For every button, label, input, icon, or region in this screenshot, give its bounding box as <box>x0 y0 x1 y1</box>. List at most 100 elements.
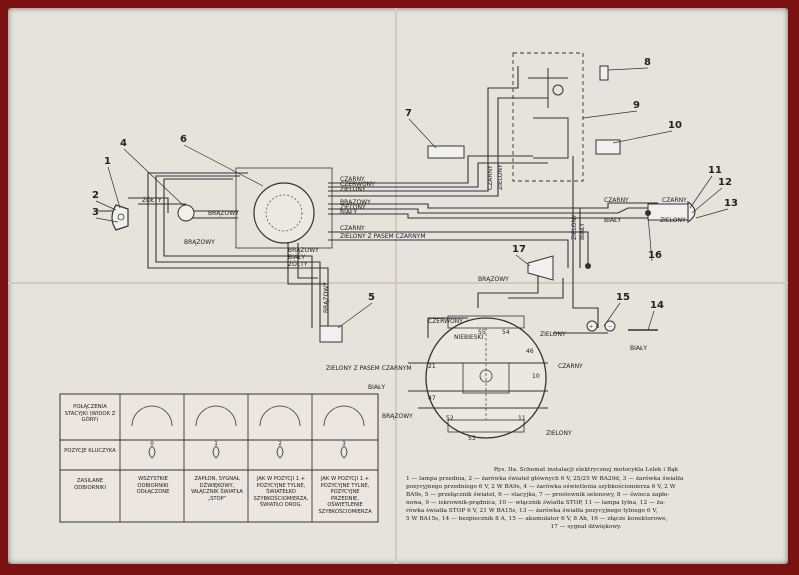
key-position-3: 3 <box>342 441 346 447</box>
key-position-2: 2 <box>278 441 282 447</box>
terminal-47: 47 <box>428 395 436 402</box>
wire-label: BIAŁY <box>288 254 305 261</box>
callout-2: 2 <box>92 190 99 201</box>
receivers-cell: JAK W POZYCJI 1 + POZYCYJNE TYLNE, POZYC… <box>318 476 372 515</box>
callout-9: 9 <box>633 100 640 111</box>
wire-label: BRĄZOWY <box>340 199 371 206</box>
wire-label: CZERWONY <box>428 318 463 325</box>
wire-label: ZIELONY <box>497 164 504 190</box>
caption-line: 1 — lampa przednia, 2 — żarówka świateł … <box>406 476 684 482</box>
caption-line: nowa, 9 — iskrownik-prądnica, 10 — włącz… <box>406 500 666 506</box>
wire-label: NIEBIESKI <box>454 334 483 341</box>
caption-line: 17 — sygnał dźwiękowy. <box>550 524 622 530</box>
callout-15: 15 <box>616 292 630 303</box>
rear-lamp <box>647 200 696 224</box>
wire-label: BRĄZOWY <box>288 247 319 254</box>
wire-label: CZARNY <box>340 176 365 183</box>
terminal-46: 46 <box>526 348 534 355</box>
wire-label: CZARNY <box>340 225 365 232</box>
callout-leader <box>607 67 649 71</box>
callout-leader <box>603 302 621 327</box>
battery: +− <box>586 320 616 332</box>
callout-3: 3 <box>92 207 99 218</box>
callout-leader <box>107 166 121 209</box>
callout-14: 14 <box>650 300 664 311</box>
terminal-55: 55 <box>478 329 486 336</box>
caption-line: 5 W BA15s, 14 — bezpiecznik 8 A, 15 — ak… <box>406 516 668 522</box>
wire-label: CZARNY <box>604 197 629 204</box>
callout-leader <box>582 110 638 119</box>
callout-leader <box>647 310 655 331</box>
wire-label: ZIELONY <box>340 204 366 211</box>
horn <box>527 255 554 281</box>
selenium-rectifier <box>427 145 465 159</box>
headlight-lamp <box>111 204 129 231</box>
callout-leader <box>647 215 653 262</box>
terminal-53: 53 <box>468 435 476 442</box>
speedometer-bulb <box>177 204 195 222</box>
wire-label: CZERWONY <box>340 181 375 188</box>
caption-line: rówka światła STOP 6 V, 21 W BA15s, 13 —… <box>406 508 658 514</box>
callout-leader <box>691 187 723 214</box>
wire-label: BIAŁY <box>368 384 385 391</box>
callout-5: 5 <box>368 292 375 303</box>
wire-label: CZARNY <box>487 165 494 190</box>
receivers-cell: ZAPŁON, SYGNAŁ DŹWIĘKOWY, WŁĄCZNIK ŚWIAT… <box>191 476 243 502</box>
callout-12: 12 <box>718 177 732 188</box>
caption-line: BA9s, 5 — przełącznik świateł, 6 — stacy… <box>406 492 670 498</box>
ignition-table <box>59 393 379 523</box>
callout-10: 10 <box>668 120 682 131</box>
receivers-cell: JAK W POZYCJI 1 + POZYCYJNE TYLNE, ŚWIAT… <box>253 476 309 508</box>
wire-label: BRĄZOWY <box>478 276 509 283</box>
callout-16: 16 <box>648 250 662 261</box>
callout-leader <box>183 144 264 187</box>
ignition-switch <box>235 167 333 249</box>
terminal-54: 54 <box>502 329 510 336</box>
wire-label: CZARNY <box>662 197 687 204</box>
callout-7: 7 <box>405 108 412 119</box>
wiring-diagram: +− ŻÓŁTYBRĄZOWYBRĄZOWYCZARNYCZERWONYZIEL… <box>8 8 788 564</box>
caption-title: Rys. IIa. Schemat instalacji elektryczne… <box>493 467 679 473</box>
callout-1: 1 <box>104 156 111 167</box>
wire-label: ŻÓŁTY <box>288 261 308 268</box>
table-header: POŁĄCZENIA STACYJKI (WIDOK Z GÓRY) <box>64 404 116 424</box>
wire-label: ZIELONY <box>540 331 566 338</box>
wire-label: BIAŁY <box>579 223 586 240</box>
table-header: POZYCJE KLUCZYKA <box>64 448 116 454</box>
callout-11: 11 <box>708 165 722 176</box>
callout-leader <box>337 302 373 329</box>
generator-detail <box>408 315 548 439</box>
stop-light-switch <box>595 139 621 155</box>
wire-label: ZIELONY Z PASEM CZARNYM <box>340 233 426 240</box>
wire-label: BRĄZOWY <box>323 282 330 313</box>
light-switch <box>319 325 343 343</box>
callout-6: 6 <box>180 134 187 145</box>
wire-label: BRĄZOWY <box>208 210 239 217</box>
wire-label: CZARNY <box>558 363 583 370</box>
key-position-0: 0 <box>150 441 154 447</box>
svg-text:−: − <box>608 324 612 330</box>
spark-plug <box>599 65 609 81</box>
connector <box>585 263 591 269</box>
callout-leader <box>515 254 531 267</box>
callout-leader <box>123 148 185 207</box>
callout-8: 8 <box>644 57 651 68</box>
callout-4: 4 <box>120 138 127 149</box>
wire-label: ZIELONY <box>546 430 572 437</box>
figure-caption: Rys. IIa. Schemat instalacji elektryczne… <box>406 466 766 531</box>
wire-label: BRĄZOWY <box>382 413 413 420</box>
callout-17: 17 <box>512 244 526 255</box>
callout-leader <box>408 118 437 149</box>
connector <box>645 210 651 216</box>
callout-leader <box>95 217 119 223</box>
key-position-1: 1 <box>214 441 218 447</box>
wire-label: BIAŁY <box>604 217 621 224</box>
terminal-21: 21 <box>428 363 436 370</box>
magneto-generator <box>512 52 584 182</box>
terminal-11: 11 <box>518 415 526 422</box>
wire-label: ZIELONY Z PASEM CZARNYM <box>326 365 412 372</box>
terminal-10: 10 <box>532 373 540 380</box>
wiring-harness <box>98 66 678 338</box>
terminal-52: 52 <box>446 415 454 422</box>
